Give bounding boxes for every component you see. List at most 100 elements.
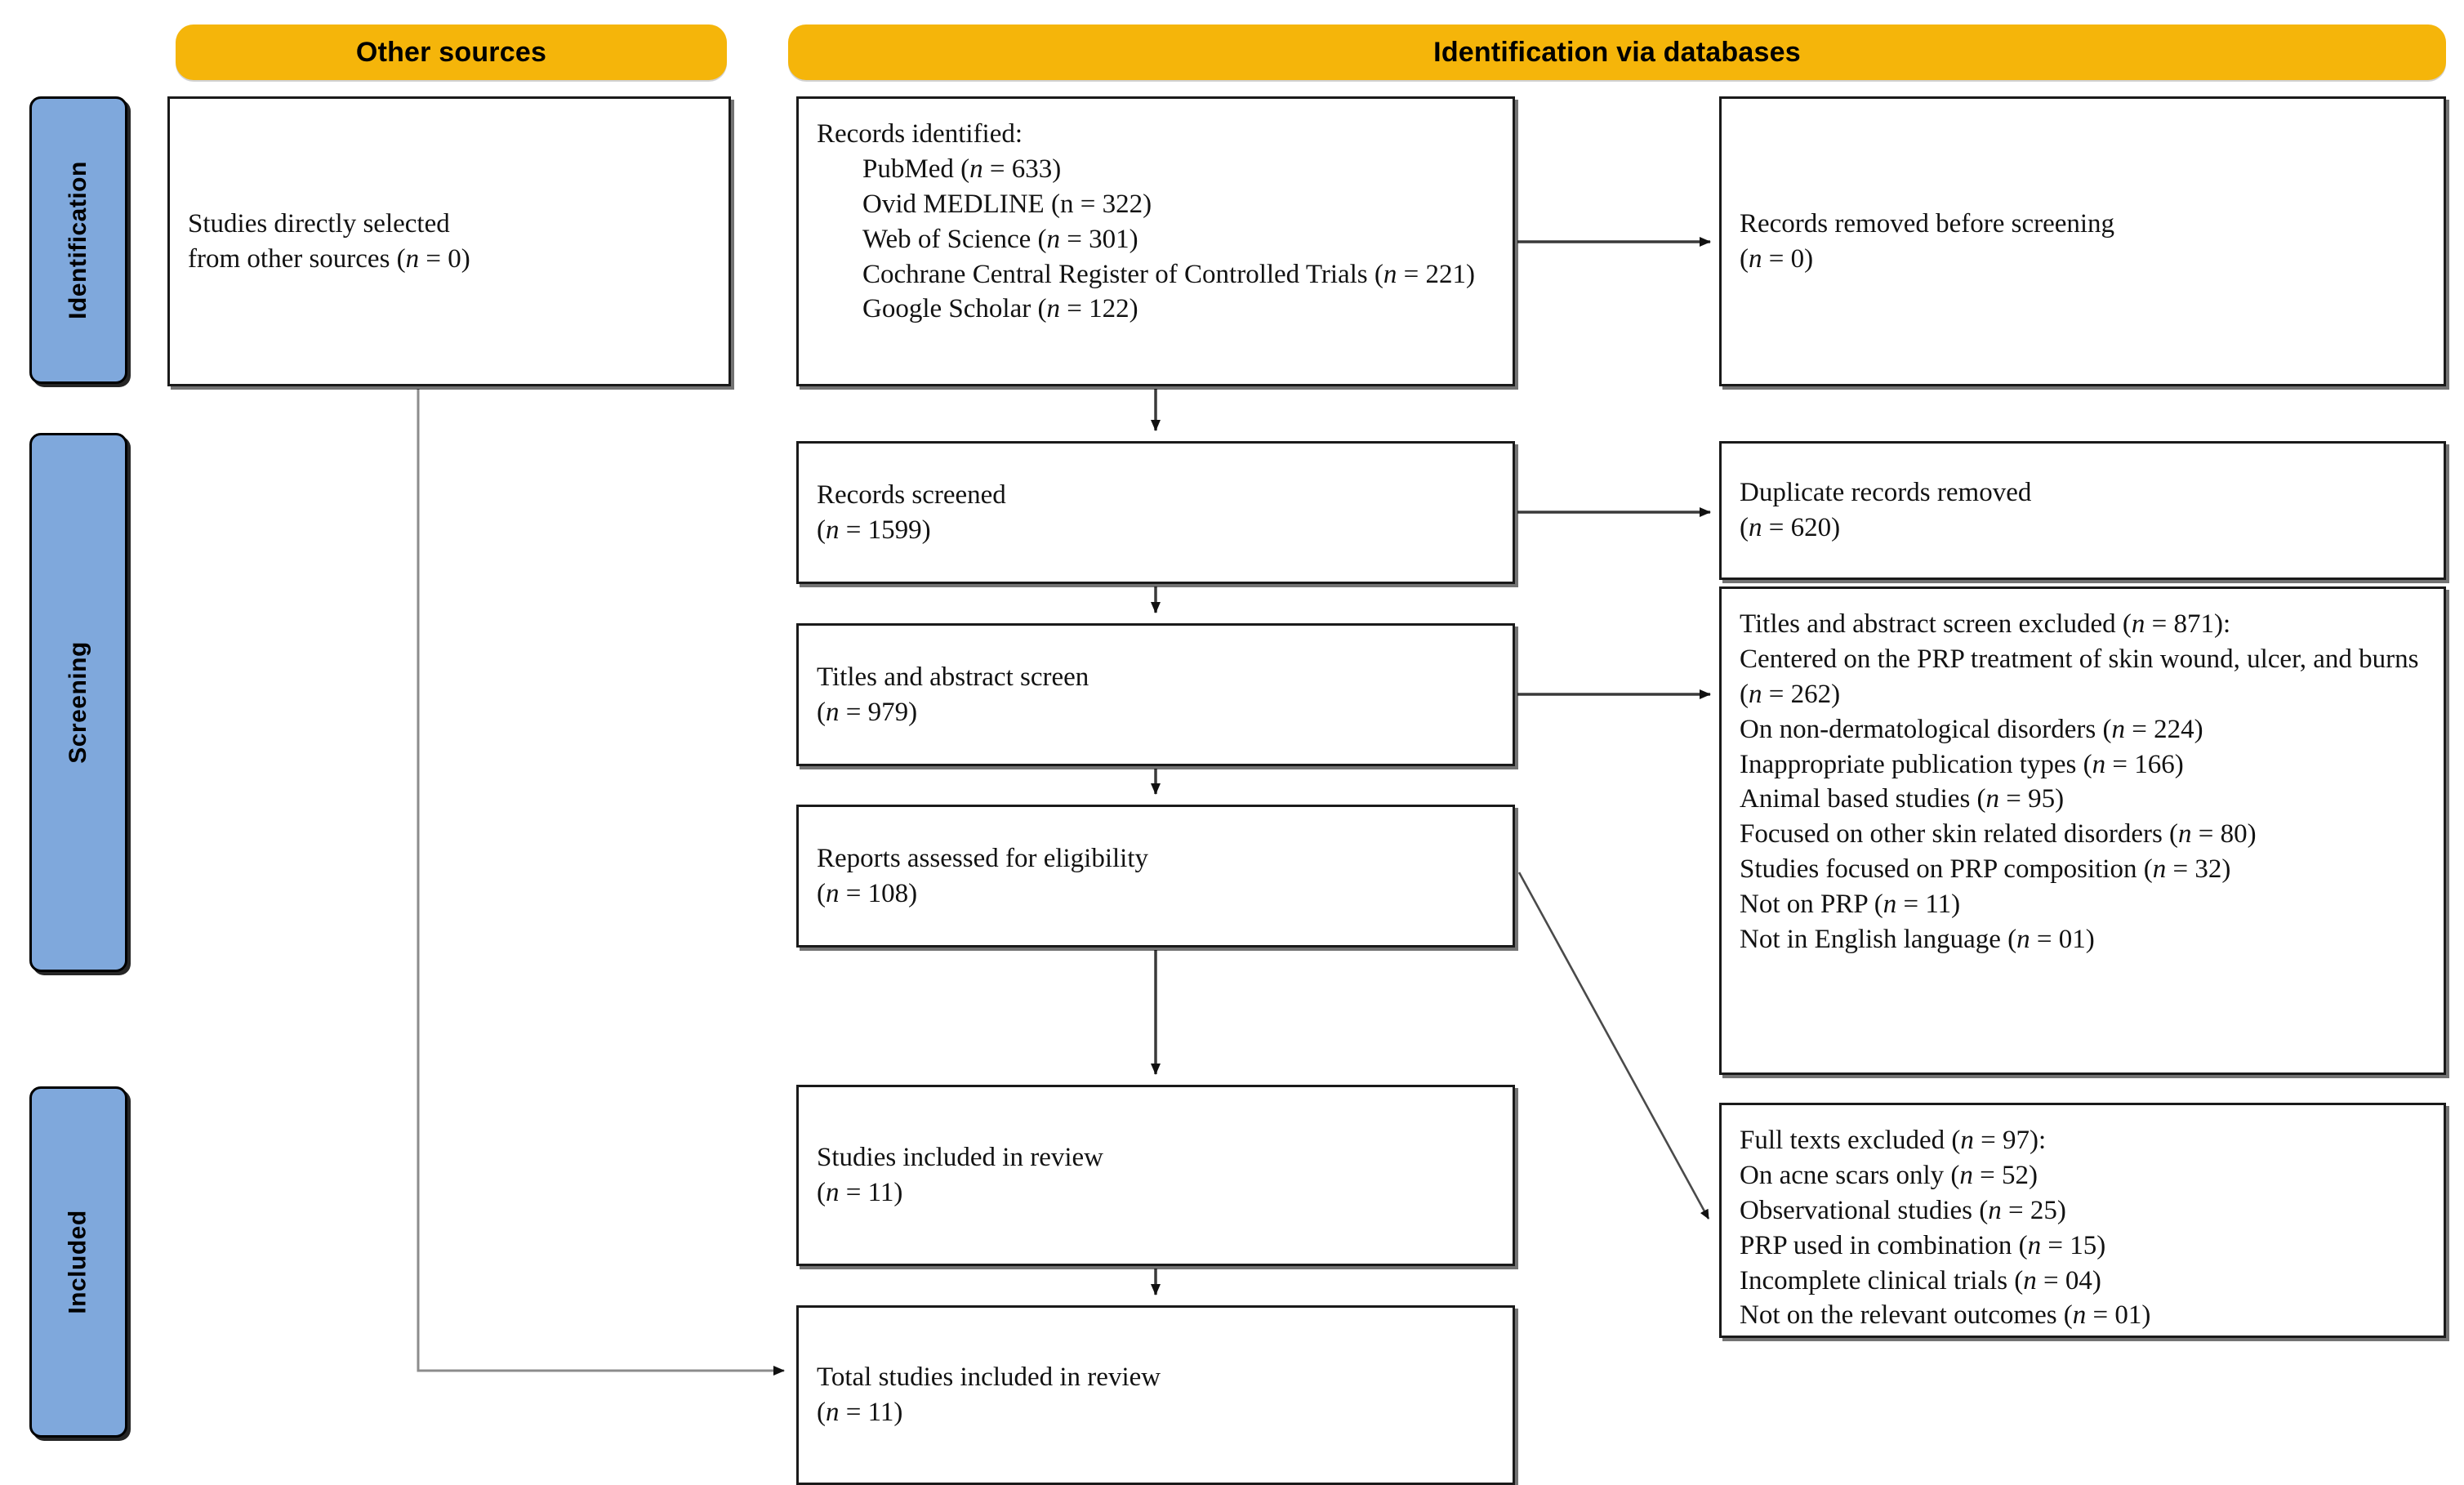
node-records-identified: Records identified: PubMed (n = 633) Ovi… — [796, 96, 1515, 386]
other-sources-n-value: = 0) — [419, 243, 470, 274]
total-included-line1: Total studies included in review — [817, 1362, 1161, 1393]
studies-included-line1: Studies included in review — [817, 1143, 1104, 1173]
fulltext-excl-reason-text: Not on the relevant outcomes ( — [1740, 1300, 2073, 1331]
titles-screen-line1: Titles and abstract screen — [817, 662, 1089, 692]
phase-pill-screening: Screening — [29, 433, 127, 972]
fulltext-excl-reason-n-value: = 04) — [2036, 1265, 2101, 1295]
node-titles-abstract-screen: Titles and abstract screen (n = 979) — [796, 623, 1515, 766]
titles-excl-reason-text: Inappropriate publication types ( — [1740, 749, 2092, 779]
node-records-removed-before-screening: Records removed before screening (n = 0) — [1719, 96, 2446, 386]
source-cochrane: Cochrane Central Register of Controlled … — [817, 257, 1495, 292]
titles-excl-reason-text: On non-dermatological disorders ( — [1740, 714, 2112, 744]
records-screened-n-value: = 1599) — [839, 515, 931, 545]
node-studies-included-in-review: Studies included in review (n = 11) — [796, 1085, 1515, 1266]
titles-excl-reason-n-value: = 224) — [2124, 714, 2203, 744]
titles-excl-reason: Centered on the PRP treatment of skin wo… — [1740, 644, 2418, 709]
eligibility-n-value: = 108) — [839, 878, 918, 908]
source-google-scholar-n-symbol: n — [1046, 294, 1060, 324]
titles-excl-reason-text: Centered on the PRP treatment of skin wo… — [1740, 644, 2419, 709]
titles-excl-heading-prefix: Titles and abstract screen excluded ( — [1740, 609, 2132, 639]
titles-excl-reason-text: Not on PRP ( — [1740, 890, 1883, 920]
titles-excl-reason-text: Animal based studies ( — [1740, 784, 1986, 814]
fulltext-excl-reason-n-value: = 01) — [2086, 1300, 2151, 1331]
titles-screen-n-symbol: n — [826, 697, 840, 727]
other-sources-line2-prefix: from other sources ( — [188, 243, 406, 274]
titles-excl-reason-n-symbol: n — [2016, 925, 2030, 955]
titles-excl-reason-n-symbol: n — [2111, 714, 2125, 744]
titles-excl-reason-n-symbol: n — [2178, 819, 2192, 850]
banner-other-sources: Other sources — [176, 25, 727, 80]
source-google-scholar: Google Scholar (n = 122) — [817, 292, 1495, 327]
node-duplicate-records-removed: Duplicate records removed (n = 620) — [1719, 441, 2446, 580]
fulltext-excl-heading-n-value: = 97): — [1973, 1126, 2047, 1155]
eligibility-open: ( — [817, 878, 826, 908]
source-pubmed-n-symbol: n — [969, 154, 983, 184]
titles-excl-reason-n-symbol: n — [2092, 749, 2106, 779]
fulltext-excl-heading-n-symbol: n — [1960, 1126, 1974, 1155]
node-titles-abstract-excluded: Titles and abstract screen excluded (n =… — [1719, 586, 2446, 1075]
fulltext-excl-reason: On acne scars only (n = 52) — [1740, 1161, 2038, 1190]
titles-excl-reason: Focused on other skin related disorders … — [1740, 819, 2257, 849]
titles-excl-reason-text: Not in English language ( — [1740, 925, 2017, 955]
titles-excl-reason-n-value: = 32) — [2166, 854, 2231, 885]
source-google-scholar-label: Google Scholar ( — [862, 294, 1047, 324]
fulltext-excl-reason-n-symbol: n — [1988, 1195, 2002, 1225]
fulltext-excl-reason-text: Observational studies ( — [1740, 1195, 1989, 1225]
phase-pill-included: Included — [29, 1086, 127, 1438]
source-cochrane-n-value: = 221) — [1397, 259, 1476, 289]
phase-label-screening: Screening — [65, 641, 91, 764]
fulltext-excl-reason-text: On acne scars only ( — [1740, 1160, 1960, 1190]
titles-excl-reason-text: Studies focused on PRP composition ( — [1740, 854, 2153, 885]
edge-other-sources-to-total — [417, 389, 785, 1376]
fulltext-excl-reason: Incomplete clinical trials (n = 04) — [1740, 1266, 2101, 1295]
fulltext-excl-reason: Observational studies (n = 25) — [1740, 1196, 2066, 1225]
duplicates-n-symbol: n — [1749, 513, 1762, 542]
source-pubmed: PubMed (n = 633) — [817, 152, 1495, 187]
titles-excl-reason-n-value: = 262) — [1762, 679, 1841, 709]
fulltext-excl-reason-n-value: = 52) — [1972, 1160, 2038, 1190]
other-sources-line1: Studies directly selected — [188, 208, 450, 239]
titles-excl-reason-n-value: = 166) — [2105, 749, 2184, 779]
removed-before-n-value: = 0) — [1762, 243, 1814, 274]
source-web-of-science: Web of Science (n = 301) — [817, 222, 1495, 257]
titles-excl-heading-n-symbol: n — [2131, 609, 2145, 639]
titles-excl-reason-n-value: = 80) — [2191, 819, 2257, 850]
fulltext-excl-reason: PRP used in combination (n = 15) — [1740, 1231, 2105, 1260]
fulltext-excl-reason-n-value: = 15) — [2041, 1230, 2106, 1260]
fulltext-excl-heading-prefix: Full texts excluded ( — [1740, 1126, 1961, 1155]
studies-included-n-value: = 11) — [839, 1178, 903, 1207]
source-cochrane-n-symbol: n — [1383, 259, 1397, 289]
source-google-scholar-n-value: = 122) — [1059, 294, 1138, 324]
source-ovid-medline: Ovid MEDLINE (n = 322) — [817, 187, 1495, 222]
titles-excl-reason: Inappropriate publication types (n = 166… — [1740, 750, 2184, 779]
titles-excl-reason-n-symbol: n — [1749, 679, 1762, 709]
source-cochrane-label: Cochrane Central Register of Controlled … — [862, 259, 1383, 289]
node-total-studies-included-in-review: Total studies included in review (n = 11… — [796, 1305, 1515, 1485]
removed-before-line1: Records removed before screening — [1740, 208, 2115, 239]
total-included-n-symbol: n — [826, 1398, 840, 1427]
eligibility-n-symbol: n — [826, 878, 840, 908]
titles-excl-reason-n-symbol: n — [2152, 854, 2167, 885]
titles-excl-reason-n-value: = 01) — [2030, 925, 2095, 955]
duplicates-line1: Duplicate records removed — [1740, 478, 2032, 508]
total-included-n-value: = 11) — [839, 1398, 903, 1427]
titles-excl-reason: Not in English language (n = 01) — [1740, 925, 2095, 954]
titles-screen-open: ( — [817, 697, 826, 727]
source-pubmed-n-value: = 633) — [982, 154, 1062, 184]
fulltext-excl-reason-n-symbol: n — [2023, 1265, 2037, 1295]
titles-excl-reason-text: Focused on other skin related disorders … — [1740, 819, 2179, 850]
studies-included-n-symbol: n — [826, 1178, 840, 1207]
node-records-screened: Records screened (n = 1599) — [796, 441, 1515, 584]
phase-pill-identification: Identification — [29, 96, 127, 384]
phase-label-included: Included — [65, 1210, 91, 1314]
banner-identification-via-databases: Identification via databases — [788, 25, 2446, 80]
fulltext-excl-reason-text: PRP used in combination ( — [1740, 1230, 2028, 1260]
titles-excl-heading-n-value: = 871): — [2145, 609, 2231, 639]
removed-before-open: ( — [1740, 243, 1749, 274]
node-full-texts-excluded: Full texts excluded (n = 97): On acne sc… — [1719, 1103, 2446, 1338]
titles-excl-reason: Not on PRP (n = 11) — [1740, 890, 1960, 919]
records-identified-heading: Records identified: — [817, 119, 1023, 149]
source-web-of-science-n-symbol: n — [1046, 224, 1061, 254]
titles-excl-reason-n-value: = 11) — [1896, 890, 1961, 920]
source-web-of-science-n-value: = 301) — [1060, 224, 1138, 254]
